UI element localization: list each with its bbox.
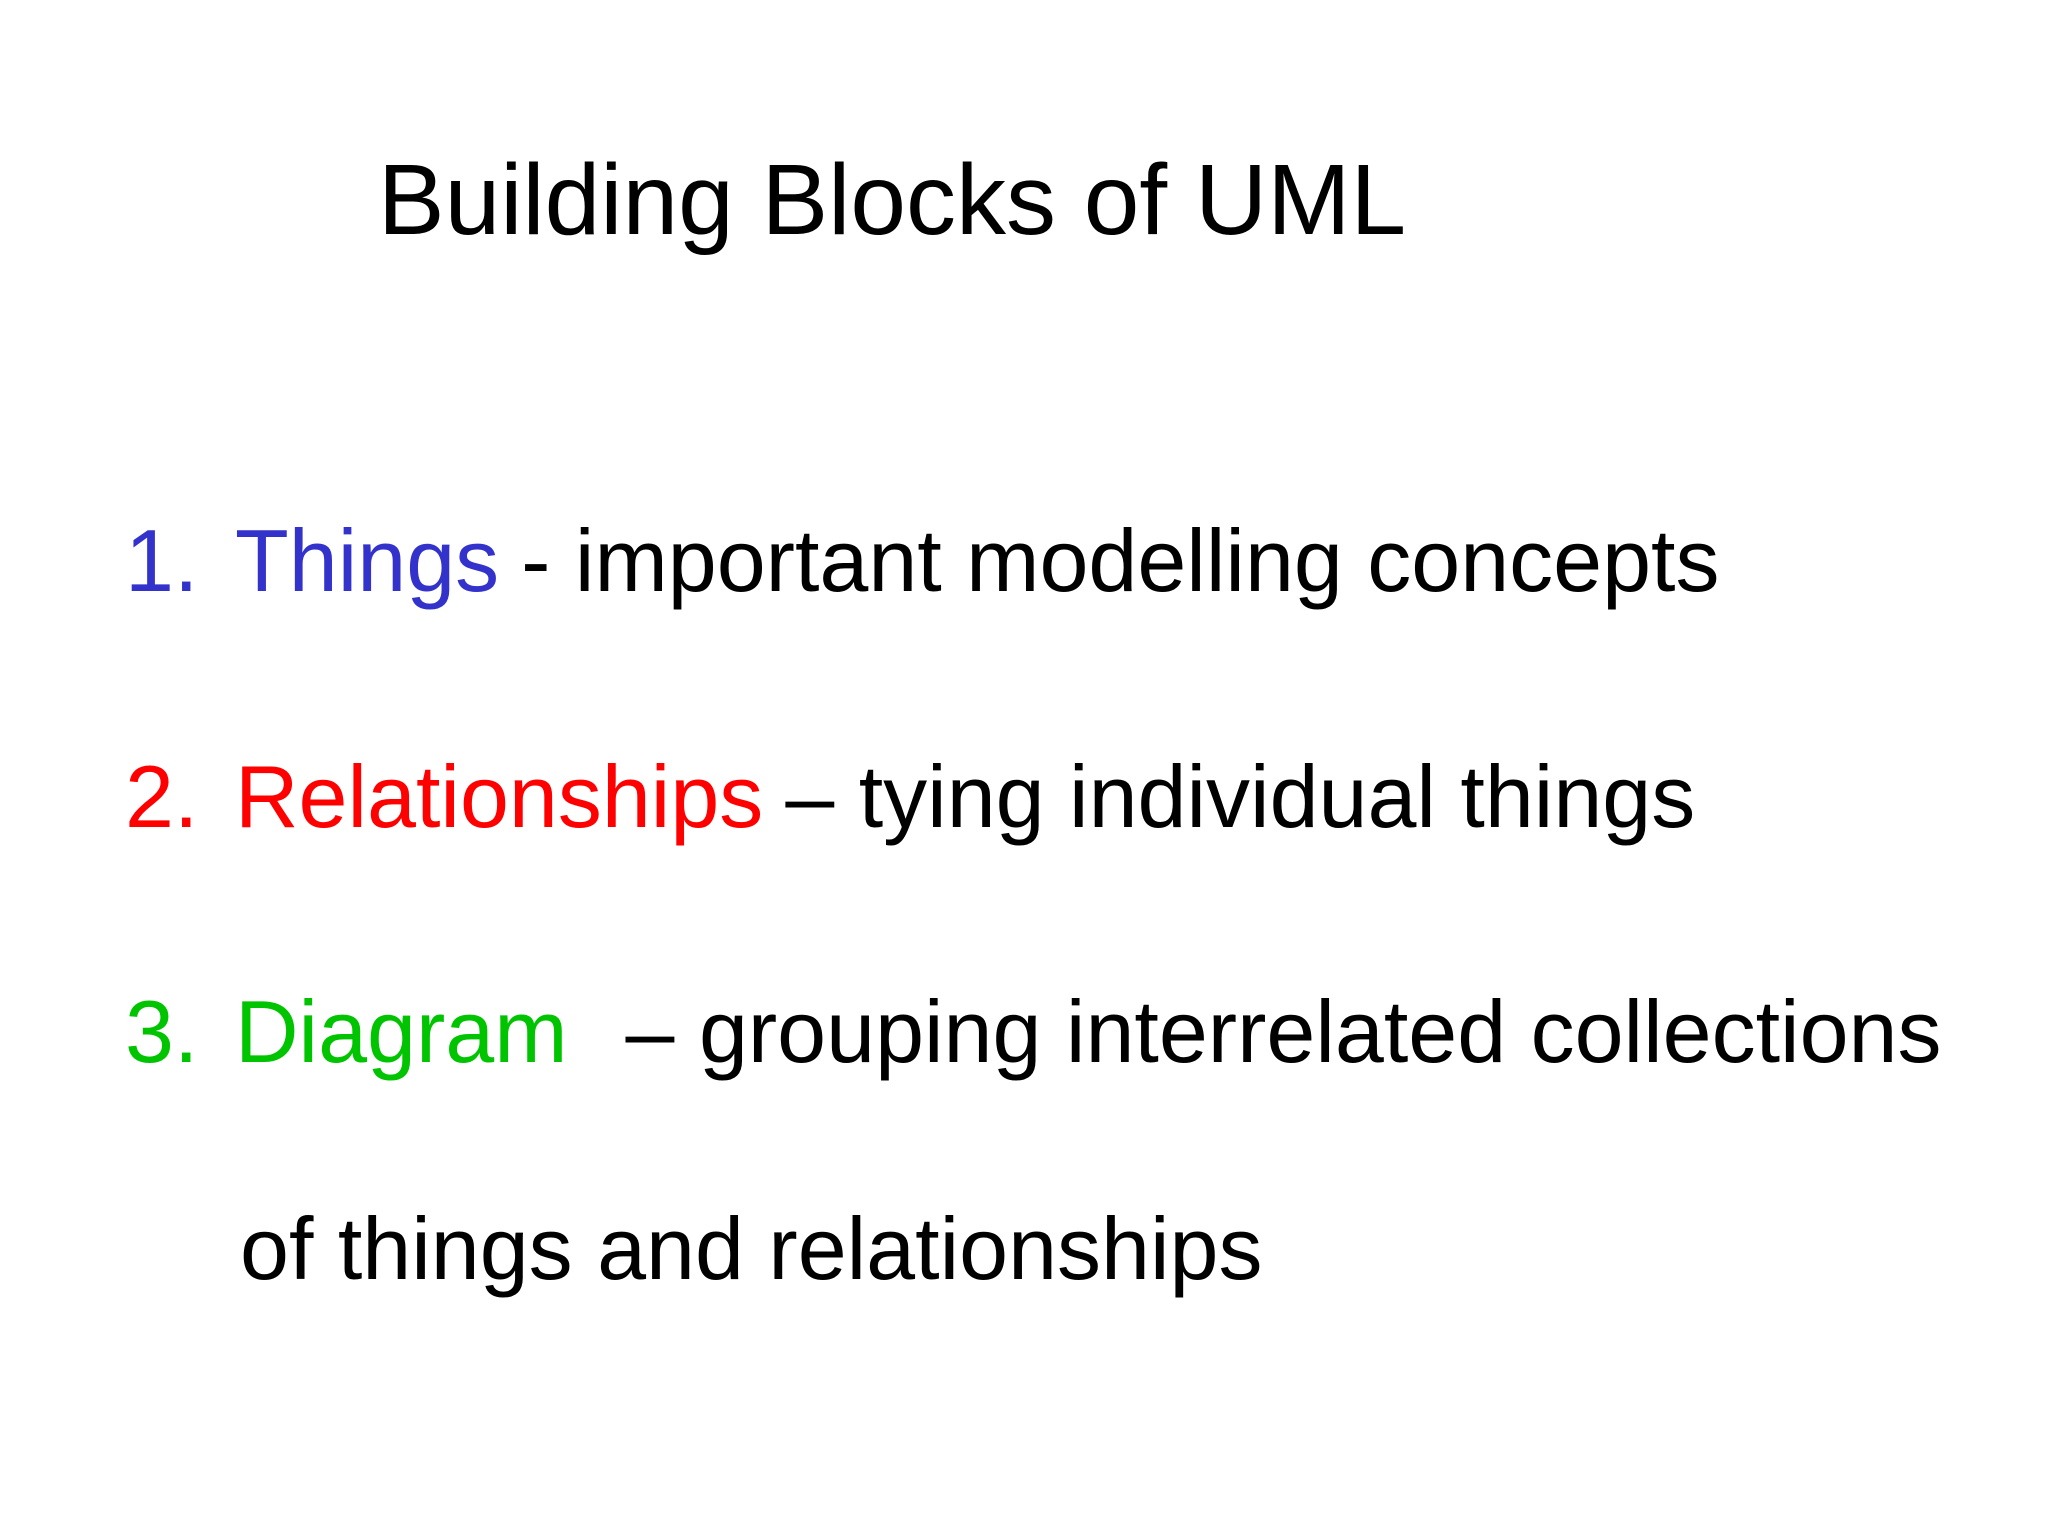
- list-item-things-number: 1.: [125, 511, 199, 610]
- list-item-relationships-number: 2.: [125, 747, 199, 846]
- list-item-diagram-number: 3.: [125, 982, 199, 1081]
- list-item-things-keyword: Things: [235, 511, 500, 610]
- list-item-diagram: 3.Diagram– grouping interrelated collect…: [125, 988, 1941, 1076]
- list-item-relationships-keyword: Relationships: [235, 747, 764, 846]
- list-item-relationships: 2.Relationships– tying individual things: [125, 753, 1695, 841]
- list-item-diagram-continuation: of things and relationships: [240, 1199, 1263, 1298]
- list-item-things: 1.Things- important modelling concepts: [125, 517, 1720, 605]
- list-item-relationships-description: – tying individual things: [785, 747, 1696, 846]
- list-item-diagram-keyword: Diagram: [235, 982, 568, 1081]
- slide-title: Building Blocks of UML: [377, 144, 1407, 256]
- list-item-diagram-description: – grouping interrelated collections: [625, 982, 1942, 1081]
- list-item-things-description: - important modelling concepts: [521, 511, 1720, 610]
